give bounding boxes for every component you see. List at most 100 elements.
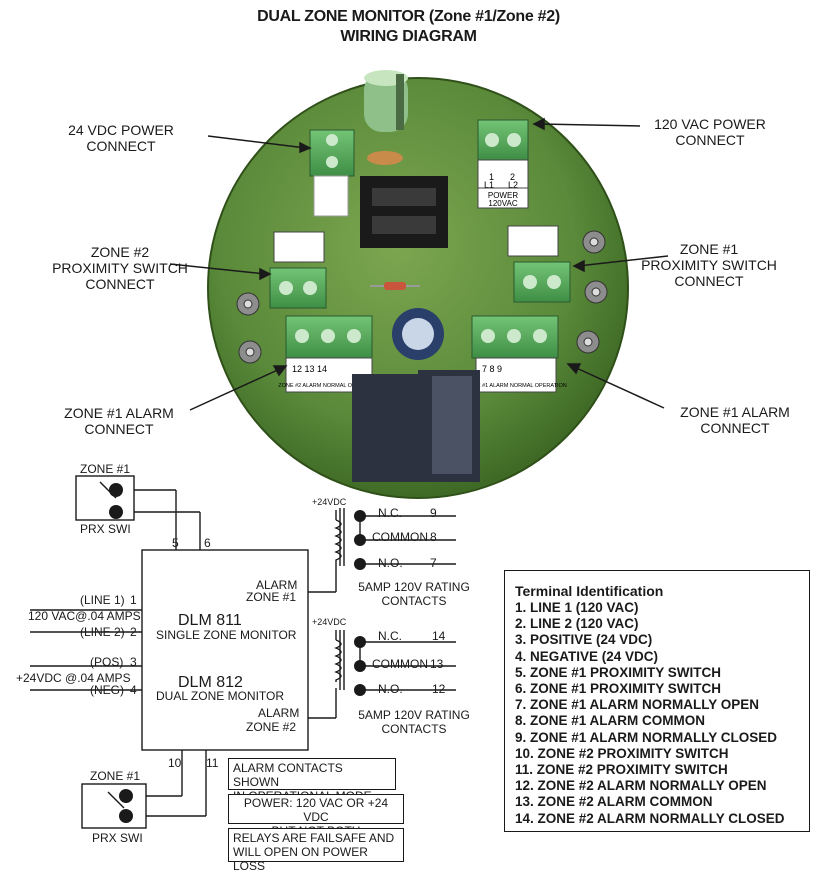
relays xyxy=(352,370,480,482)
zone-top-label: ZONE #1 xyxy=(80,462,131,476)
zone1-alarm-left-line1: ZONE #1 ALARM xyxy=(64,405,174,421)
top-capacitor xyxy=(364,70,408,132)
diode xyxy=(370,282,420,290)
line1-label: (LINE 1) xyxy=(80,593,125,607)
neg-num: 4 xyxy=(130,683,137,697)
vdc24-callout: 24 VDC POWER CONNECT xyxy=(56,122,186,154)
pos-label: (POS) xyxy=(90,655,124,669)
zone2-alarm-terminal-block xyxy=(285,315,373,359)
zone1-alarm-right-line2: CONNECT xyxy=(700,420,770,436)
list-item: 3. POSITIVE (24 VDC) xyxy=(515,632,653,648)
rating1-line1: 5AMP 120V RATING xyxy=(358,580,470,594)
callout-arrows xyxy=(169,117,669,411)
vdc-rating: +24VDC @.04 AMPS xyxy=(16,671,131,685)
power-l2: L2 xyxy=(508,180,518,190)
center-capacitor xyxy=(392,308,444,360)
zone2-prox-terminal-block xyxy=(269,267,327,309)
zone1-prox-callout-line3: CONNECT xyxy=(674,273,744,289)
zone1-alarm-terms: 7 8 9 xyxy=(482,364,502,374)
no1-label: N.O. xyxy=(378,556,403,570)
list-item: 11. ZONE #2 PROXIMITY SWITCH xyxy=(515,762,728,778)
term11-label: 11 xyxy=(206,756,219,770)
nc1-num: 9 xyxy=(430,506,437,520)
vdc24-callout-line2: CONNECT xyxy=(86,138,156,154)
alarm-z1-line2: ZONE #1 xyxy=(246,590,297,604)
no2-num: 12 xyxy=(432,682,446,696)
zone2-prox-callout-line3: CONNECT xyxy=(85,276,155,292)
top-prx-switch-box xyxy=(75,475,135,521)
list-item: 13. ZONE #2 ALARM COMMON xyxy=(515,794,713,810)
zone1-prox-callout: ZONE #1 PROXIMITY SWITCH CONNECT xyxy=(628,241,790,289)
alarm-z2-line1: ALARM xyxy=(258,706,300,720)
rating2-line2: CONTACTS xyxy=(381,722,447,736)
list-item: 9. ZONE #1 ALARM NORMALLY CLOSED xyxy=(515,729,778,745)
zone2-prox-callout: ZONE #2 PROXIMITY SWITCH CONNECT xyxy=(40,244,200,292)
contact-dots xyxy=(109,483,366,823)
terminal-identification-heading: Terminal Identification xyxy=(515,583,664,599)
term6-label: 6 xyxy=(204,536,211,550)
list-item: 14. ZONE #2 ALARM NORMALLY CLOSED xyxy=(515,810,785,826)
zone1-alarm-left-line2: CONNECT xyxy=(84,421,154,437)
wiring-schematic xyxy=(30,475,456,829)
bottom-prx-switch-box xyxy=(81,783,147,829)
common1-label: COMMON xyxy=(372,530,428,544)
ic-chip xyxy=(360,176,448,248)
list-item: 1. LINE 1 (120 VAC) xyxy=(515,600,639,615)
dlm-module-box xyxy=(141,549,309,751)
zone1-alarm-right-callout: ZONE #1 ALARM CONNECT xyxy=(670,404,800,436)
common1-num: 8 xyxy=(430,530,437,544)
zone2-prox-callout-line1: ZONE #2 xyxy=(90,244,150,260)
list-item: 6. ZONE #1 PROXIMITY SWITCH xyxy=(515,681,722,697)
rating2: 5AMP 120V RATING CONTACTS xyxy=(356,708,472,736)
power-title: POWER xyxy=(488,191,518,200)
nc1-label: N.C. xyxy=(378,506,402,520)
common2-num: 13 xyxy=(430,657,444,671)
rating1-line2: CONTACTS xyxy=(381,594,447,608)
power-label-plate: 1 2 L1 L2 POWER 120VAC xyxy=(477,159,529,209)
rating1: 5AMP 120V RATING CONTACTS xyxy=(356,580,472,608)
line1-num: 1 xyxy=(130,593,137,607)
power-l2-num: 2 xyxy=(510,172,515,182)
zone2-prox-label-plate xyxy=(273,231,325,263)
vac120-callout-line1: 120 VAC POWER xyxy=(654,116,766,132)
zone2-prox-callout-line2: PROXIMITY SWITCH xyxy=(52,260,188,276)
list-item: 12. ZONE #2 ALARM NORMALLY OPEN xyxy=(515,778,767,794)
prx-top-label: PRX SWI xyxy=(80,522,131,536)
term10-label: 10 xyxy=(168,756,182,770)
vac120-callout: 120 VAC POWER CONNECT xyxy=(640,116,780,148)
prx-bottom-label: PRX SWI xyxy=(92,831,143,845)
list-item: 5. ZONE #1 PROXIMITY SWITCH xyxy=(515,664,722,680)
alarm-z2-line2: ZONE #2 xyxy=(246,720,297,734)
zone2-alarm-caption: ZONE #2 ALARM NORMAL OPERATION xyxy=(278,383,379,389)
note-alarm-contacts: ALARM CONTACTS SHOWN IN OPERATIONAL MODE xyxy=(228,758,396,803)
list-item: 10. ZONE #2 PROXIMITY SWITCH xyxy=(515,745,729,761)
zone1-prox-label-plate xyxy=(507,225,559,257)
zone2-alarm-terms: 12 13 14 xyxy=(292,364,327,374)
zone1-prox-terminal-block xyxy=(513,261,571,303)
vac120-terminal-block xyxy=(477,119,529,161)
rating2-line1: 5AMP 120V RATING xyxy=(358,708,470,722)
power-l1-num: 1 xyxy=(489,172,494,182)
dlm812-label: DLM 812 xyxy=(178,674,243,691)
note-relays: RELAYS ARE FAILSAFE AND WILL OPEN ON POW… xyxy=(228,828,404,873)
nc2-label: N.C. xyxy=(378,629,402,643)
zone1-prox-callout-line2: PROXIMITY SWITCH xyxy=(641,257,777,273)
power-voltage: 120VAC xyxy=(488,199,517,208)
line2-num: 2 xyxy=(130,625,137,639)
no2-label: N.O. xyxy=(378,682,403,696)
line2-label: (LINE 2) xyxy=(80,625,125,639)
list-item: 8. ZONE #1 ALARM COMMON xyxy=(515,713,706,729)
mounting-bolts xyxy=(236,230,608,364)
note1-line1: ALARM CONTACTS SHOWN xyxy=(233,761,343,789)
vdc24-callout-line1: 24 VDC POWER xyxy=(68,122,174,138)
zone1-prox-callout-line1: ZONE #1 xyxy=(679,241,739,257)
pos-num: 3 xyxy=(130,655,137,669)
common2-label: COMMON xyxy=(372,657,428,671)
vdc-top-label: +24VDC xyxy=(312,497,347,507)
vdc24-label-plate xyxy=(313,175,349,217)
zone1-alarm-terminal-block xyxy=(471,315,559,359)
note-power: POWER: 120 VAC OR +24 VDC BUT NOT BOTH xyxy=(228,794,404,838)
diagram-subtitle: WIRING DIAGRAM xyxy=(340,28,477,45)
zone1-alarm-caption: ZONE #1 ALARM NORMAL OPERATION xyxy=(465,383,566,389)
zone1-alarm-right-line1: ZONE #1 ALARM xyxy=(680,404,790,420)
